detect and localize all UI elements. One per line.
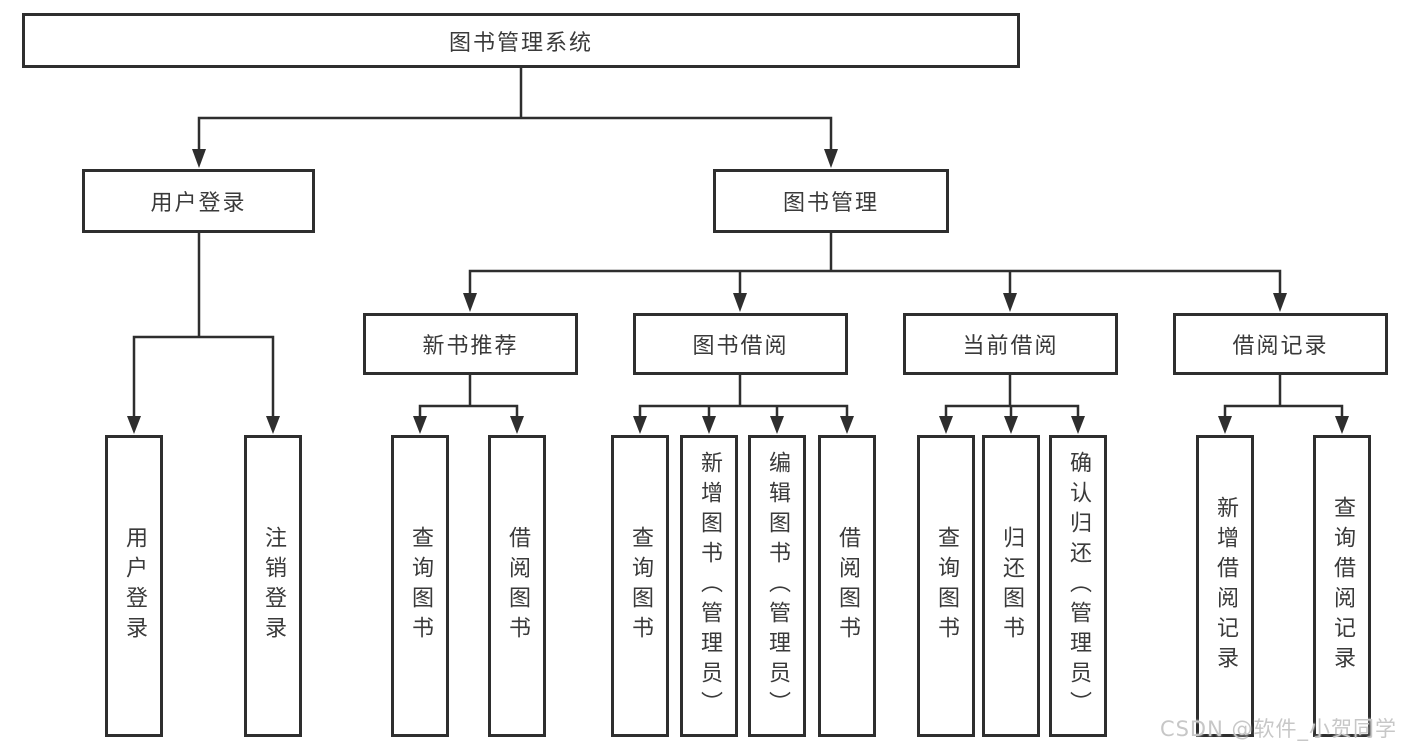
node-label: 用户登录: [150, 191, 247, 216]
node-book-borrowing: 图书借阅: [633, 313, 848, 375]
connector-level1-branch: [197, 116, 833, 153]
node-user-login: 用户登录: [82, 169, 315, 233]
leaf-logout: 注销登录: [244, 435, 302, 737]
node-current-borrowing: 当前借阅: [903, 313, 1118, 375]
node-label: 新增图书（管理员）: [697, 451, 722, 721]
arrowhead: [824, 149, 838, 168]
leaf-borrow-books: 借阅图书: [818, 435, 876, 737]
leaf-confirm-return-admin: 确认归还（管理员）: [1049, 435, 1107, 737]
arrowhead: [1335, 416, 1349, 434]
node-new-book-recommend: 新书推荐: [363, 313, 578, 375]
leaf-query-borrow-record: 查询借阅记录: [1313, 435, 1371, 737]
node-label: 借阅图书: [835, 526, 860, 646]
arrowhead: [1003, 293, 1017, 312]
arrowhead: [733, 293, 747, 312]
connector-bookborrow-branch: [638, 375, 849, 420]
connector-borrowrecord-branch: [1223, 375, 1344, 420]
arrowhead: [770, 416, 784, 434]
arrowhead: [127, 416, 141, 434]
arrowhead: [192, 149, 206, 168]
node-label: 借阅记录: [1232, 334, 1329, 359]
node-label: 确认归还（管理员）: [1066, 451, 1091, 721]
arrowhead: [840, 416, 854, 434]
node-label: 注销登录: [261, 526, 286, 646]
arrowhead: [1004, 416, 1018, 434]
node-label: 新书推荐: [422, 334, 519, 359]
arrowhead: [1273, 293, 1287, 312]
node-label: 查询图书: [934, 526, 959, 646]
leaf-add-books-admin: 新增图书（管理员）: [680, 435, 738, 737]
node-borrowing-records: 借阅记录: [1173, 313, 1388, 375]
arrowheads: [127, 149, 1349, 434]
leaf-borrow-query-books: 查询图书: [611, 435, 669, 737]
leaf-add-borrow-record: 新增借阅记录: [1196, 435, 1254, 737]
node-book-management: 图书管理: [713, 169, 949, 233]
node-label: 查询图书: [628, 526, 653, 646]
connector-level2-branch: [468, 269, 1282, 296]
arrowhead: [510, 416, 524, 434]
leaf-current-query-books: 查询图书: [917, 435, 975, 737]
arrowhead: [413, 416, 427, 434]
node-label: 借阅图书: [505, 526, 530, 646]
arrowhead: [702, 416, 716, 434]
node-label: 图书管理系统: [448, 30, 593, 56]
node-label: 编辑图书（管理员）: [765, 451, 790, 721]
arrowhead: [266, 416, 280, 434]
leaf-newbook-query-books: 查询图书: [391, 435, 449, 737]
arrowhead: [463, 293, 477, 312]
node-library-management-system: 图书管理系统: [22, 13, 1020, 68]
arrowhead: [939, 416, 953, 434]
node-label: 用户登录: [122, 526, 147, 646]
leaf-user-login: 用户登录: [105, 435, 163, 737]
leaf-return-books: 归还图书: [982, 435, 1040, 737]
leaf-edit-books-admin: 编辑图书（管理员）: [748, 435, 806, 737]
node-label: 图书借阅: [692, 334, 789, 359]
node-label: 查询图书: [408, 526, 433, 646]
connector-userlogin-branch: [132, 233, 275, 420]
arrowhead: [1071, 416, 1085, 434]
node-label: 新增借阅记录: [1213, 496, 1238, 676]
connector-newbook-branch: [418, 375, 519, 420]
node-label: 查询借阅记录: [1330, 496, 1355, 676]
connector-level2-mid: [738, 271, 1012, 296]
leaf-newbook-borrow-books: 借阅图书: [488, 435, 546, 737]
connector-currentborrow-branch: [944, 375, 1080, 420]
node-label: 图书管理: [782, 191, 879, 216]
node-label: 归还图书: [999, 526, 1024, 646]
arrowhead: [1218, 416, 1232, 434]
node-label: 当前借阅: [962, 334, 1059, 359]
arrowhead: [633, 416, 647, 434]
